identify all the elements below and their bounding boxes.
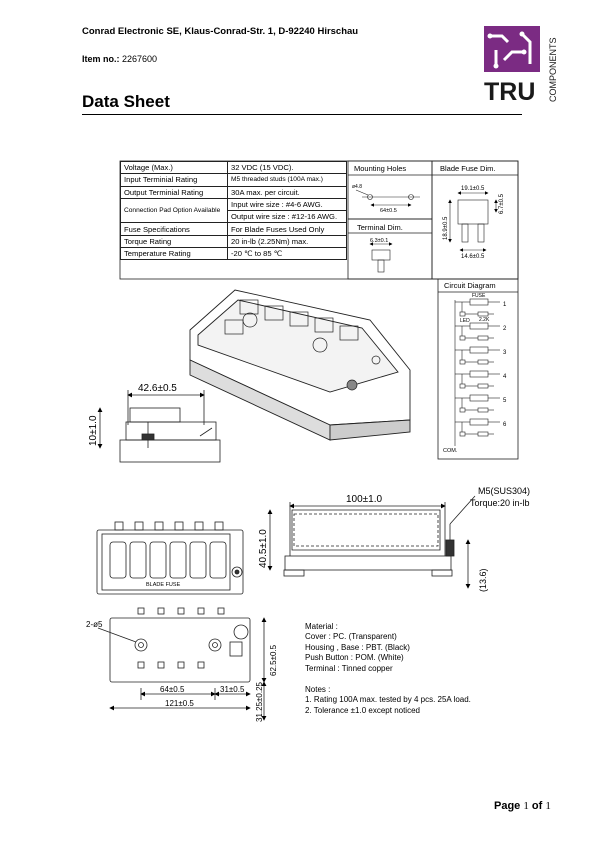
svg-text:100±1.0: 100±1.0 xyxy=(346,494,383,505)
svg-text:42.6±0.5: 42.6±0.5 xyxy=(138,383,177,394)
notes-list: Notes : 1. Rating 100A max. tested by 4 … xyxy=(305,685,471,715)
material-list: Material : Cover : PC. (Transparent) Hou… xyxy=(305,622,410,673)
spec-table: Voltage (Max.)32 VDC (15 VDC). Input Ter… xyxy=(120,160,347,261)
svg-text:Blade Fuse Dim.: Blade Fuse Dim. xyxy=(440,164,495,173)
svg-text:19.1±0.5: 19.1±0.5 xyxy=(461,186,485,192)
svg-text:62.5±0.5: 62.5±0.5 xyxy=(269,644,278,676)
svg-text:10±1.0: 10±1.0 xyxy=(88,415,99,446)
svg-text:6.3±0.1: 6.3±0.1 xyxy=(370,238,388,244)
svg-text:14.6±0.5: 14.6±0.5 xyxy=(461,254,485,260)
svg-text:18.9±0.5: 18.9±0.5 xyxy=(443,216,449,240)
tru-components-logo: TRU COMPONENTS xyxy=(484,26,558,104)
svg-text:Circuit Diagram: Circuit Diagram xyxy=(444,281,496,290)
page-footer: Page 1 of 1 xyxy=(494,800,551,812)
svg-text:Torque:20 in-lb: Torque:20 in-lb xyxy=(470,498,530,508)
svg-text:40.5±1.0: 40.5±1.0 xyxy=(258,529,269,568)
svg-text:31.25±0.25: 31.25±0.25 xyxy=(255,681,264,722)
svg-text:TRU: TRU xyxy=(484,78,535,104)
svg-text:COM.: COM. xyxy=(443,448,458,454)
svg-text:6: 6 xyxy=(503,422,507,428)
svg-text:6.7±0.5: 6.7±0.5 xyxy=(499,193,505,214)
company-address: Conrad Electronic SE, Klaus-Conrad-Str. … xyxy=(82,26,359,37)
svg-text:(13.6): (13.6) xyxy=(478,568,488,592)
header-divider xyxy=(82,114,522,115)
svg-text:64±0.5: 64±0.5 xyxy=(380,208,397,214)
page-title: Data Sheet xyxy=(82,92,170,111)
svg-text:FUSE: FUSE xyxy=(472,293,486,299)
svg-text:COMPONENTS: COMPONENTS xyxy=(548,37,558,102)
svg-text:3: 3 xyxy=(503,350,507,356)
svg-text:31±0.5: 31±0.5 xyxy=(220,685,245,694)
svg-text:ø4.8: ø4.8 xyxy=(352,184,362,190)
svg-text:LED: LED xyxy=(460,318,470,324)
svg-text:Mounting Holes: Mounting Holes xyxy=(354,164,406,173)
svg-text:64±0.5: 64±0.5 xyxy=(160,685,185,694)
svg-text:2.2K: 2.2K xyxy=(479,317,490,323)
svg-text:2: 2 xyxy=(503,326,507,332)
svg-text:Terminal Dim.: Terminal Dim. xyxy=(357,223,403,232)
svg-text:BLADE FUSE: BLADE FUSE xyxy=(146,582,181,588)
svg-text:2-ø5: 2-ø5 xyxy=(86,620,103,629)
svg-text:121±0.5: 121±0.5 xyxy=(165,699,194,708)
svg-text:4: 4 xyxy=(503,374,507,380)
svg-text:5: 5 xyxy=(503,398,507,404)
svg-text:1: 1 xyxy=(503,302,507,308)
svg-text:M5(SUS304): M5(SUS304) xyxy=(478,486,530,496)
item-number: Item no.: 2267600 xyxy=(82,54,158,64)
